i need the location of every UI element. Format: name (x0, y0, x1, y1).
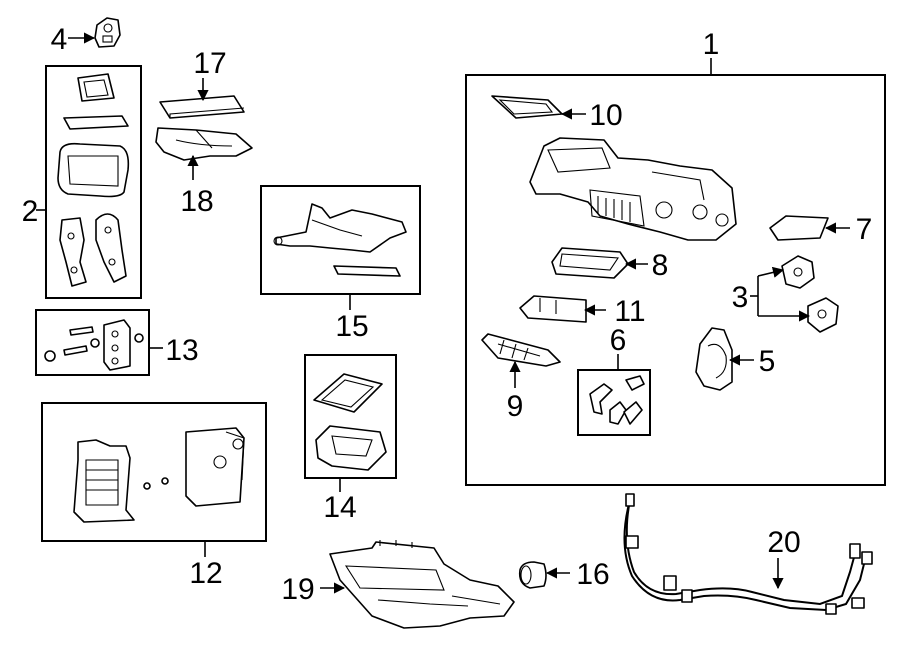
part-6-clips (589, 375, 645, 425)
callout-2: 2 (22, 195, 39, 228)
part-13-hardware (44, 319, 144, 371)
callout-17: 17 (193, 47, 226, 80)
part-14-filter (313, 373, 387, 471)
callout-6: 6 (610, 324, 627, 357)
group-box-13 (35, 309, 150, 376)
callout-3: 3 (732, 281, 749, 314)
part-2-seals (57, 73, 130, 287)
group-box-6 (577, 369, 651, 436)
arrow-3a (757, 266, 785, 278)
part-20-wire-harness (623, 493, 873, 615)
group-box-1 (465, 74, 886, 486)
callout-13: 13 (165, 334, 198, 367)
part-12-evaporator (73, 427, 245, 523)
part-8-door (551, 247, 629, 279)
callout-15: 15 (335, 310, 368, 343)
callout-12: 12 (189, 557, 222, 590)
callout-16: 16 (576, 558, 609, 591)
part-7-door (769, 215, 829, 241)
callout-9: 9 (507, 390, 524, 423)
part-9-door (481, 333, 561, 367)
callout-20: 20 (767, 526, 800, 559)
part-11-door (519, 295, 587, 323)
group-box-12 (41, 402, 267, 542)
callout-8: 8 (652, 249, 669, 282)
callout-19: 19 (281, 573, 314, 606)
group-box-2 (45, 65, 142, 299)
part-19-lower-housing (329, 540, 515, 629)
part-5-blower-housing (695, 327, 733, 391)
callout-5: 5 (759, 345, 776, 378)
part-10-door (491, 95, 563, 119)
part-1-hvac-housing (529, 137, 737, 241)
part-16-resistor (518, 561, 547, 589)
part-4-sensor (94, 17, 121, 48)
part-18-duct (155, 127, 253, 161)
part-3-actuators (781, 255, 839, 333)
part-17-filter (159, 95, 245, 119)
callout-11: 11 (614, 295, 645, 328)
part-15-bracket (273, 203, 407, 277)
group-box-15 (260, 185, 421, 295)
callout-10: 10 (589, 99, 622, 132)
callout-1: 1 (703, 28, 720, 61)
group-box-14 (304, 354, 397, 479)
callout-7: 7 (856, 213, 873, 246)
callout-4: 4 (51, 23, 68, 56)
callout-14: 14 (323, 491, 356, 524)
callout-18: 18 (180, 185, 213, 218)
